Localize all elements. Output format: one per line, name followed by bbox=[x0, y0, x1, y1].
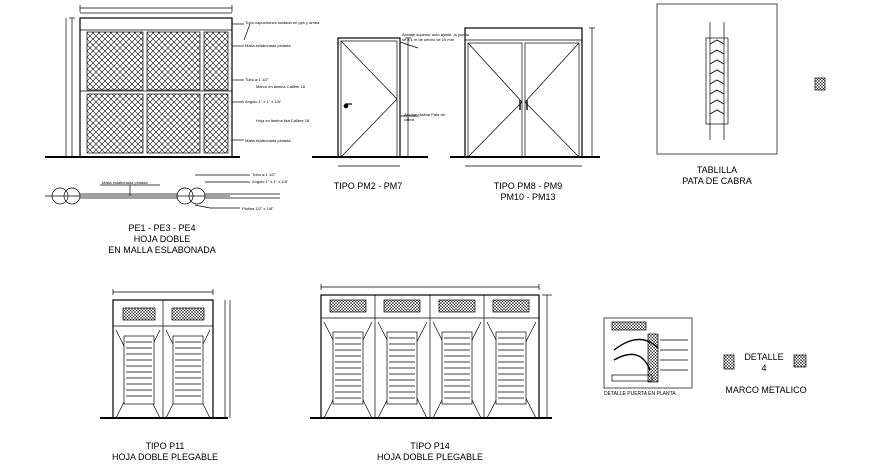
tablilla-title-line-1: TABLILLA bbox=[696, 165, 738, 175]
pe-plan-note-1: Malla eslabonada pintada bbox=[102, 180, 148, 185]
small-symbol bbox=[814, 77, 826, 91]
pm2-note-2: Anclaje platina Pata de cabra bbox=[404, 112, 445, 122]
pe-gate-plan bbox=[45, 174, 280, 209]
p14-door-elevation bbox=[310, 284, 552, 419]
door-plan-detail bbox=[603, 317, 693, 389]
pm8-title-line-1: TIPO PM8 - PM9 bbox=[493, 181, 563, 191]
pm2-title-line-1: TIPO PM2 - PM7 bbox=[333, 181, 403, 191]
p14-title: TIPO P14 HOJA DOBLE PLEGABLE bbox=[370, 441, 490, 463]
detail-4-subtitle: MARCO METALICO bbox=[725, 385, 807, 395]
tablilla-detail bbox=[656, 3, 778, 155]
pm8-title: TIPO PM8 - PM9 PM10 - PM13 bbox=[478, 181, 578, 203]
pe-gate-elevation bbox=[45, 5, 251, 158]
pe-title-line-1: PE1 - PE3 - PE4 bbox=[128, 223, 196, 233]
door-plan-caption: DETALLE PUERTA EN PLANTA bbox=[604, 391, 676, 397]
p14-title-line-2: HOJA DOBLE PLEGABLE bbox=[376, 452, 484, 462]
detail-4-title-line-2: 4 bbox=[761, 363, 767, 373]
detail-4-title-line-1: DETALLE bbox=[744, 352, 784, 362]
p11-door-elevation bbox=[100, 289, 231, 419]
pe-plan-note-3: Angulo 1" x 1" x 1/8" bbox=[252, 179, 289, 184]
pe-title-line-2: HOJA DOBLE bbox=[133, 234, 191, 244]
pm2-door-elevation bbox=[312, 37, 428, 167]
pe-note-6: Hoja en lámina lisa Calibre 18 bbox=[256, 118, 310, 123]
pm2-title: TIPO PM2 - PM7 bbox=[318, 181, 418, 192]
pe-title: PE1 - PE3 - PE4 HOJA DOBLE EN MALLA ESLA… bbox=[92, 223, 232, 256]
detail-4-marks bbox=[723, 354, 807, 370]
pm8-door-elevation bbox=[450, 27, 600, 167]
pe-plan-note-2: Tubo ø 1 1/2" bbox=[252, 172, 276, 177]
detail-4-title: DETALLE 4 bbox=[735, 352, 793, 374]
pe-note-3: Tubo ø 1 1/2" bbox=[245, 77, 269, 82]
pe-note-1: Tubo capuchones soldado en pps y arriba bbox=[245, 20, 320, 25]
pm2-note-1: Anclaje superior auto ajuste, la puerta … bbox=[402, 32, 470, 42]
p11-title: TIPO P11 HOJA DOBLE PLEGABLE bbox=[100, 441, 230, 463]
pe-note-4: Marco en lámina Calibre 18 bbox=[256, 84, 305, 89]
pe-note-7: Malla eslabonada pintada bbox=[245, 138, 291, 143]
pe-plan-note-4: Platina 1/2" x 1/8" bbox=[242, 206, 274, 211]
pe-note-2: Malla eslabonada pintada bbox=[245, 43, 291, 48]
pm8-title-line-2: PM10 - PM13 bbox=[500, 192, 556, 202]
pe-note-5: Angulo 1" x 1" x 1/8" bbox=[245, 99, 282, 104]
p11-title-line-2: HOJA DOBLE PLEGABLE bbox=[111, 452, 219, 462]
p11-title-line-1: TIPO P11 bbox=[145, 441, 185, 451]
tablilla-title: TABLILLA PATA DE CABRA bbox=[660, 165, 774, 187]
tablilla-title-line-2: PATA DE CABRA bbox=[682, 176, 752, 186]
pe-title-line-3: EN MALLA ESLABONADA bbox=[108, 245, 216, 255]
p14-title-line-1: TIPO P14 bbox=[410, 441, 450, 451]
